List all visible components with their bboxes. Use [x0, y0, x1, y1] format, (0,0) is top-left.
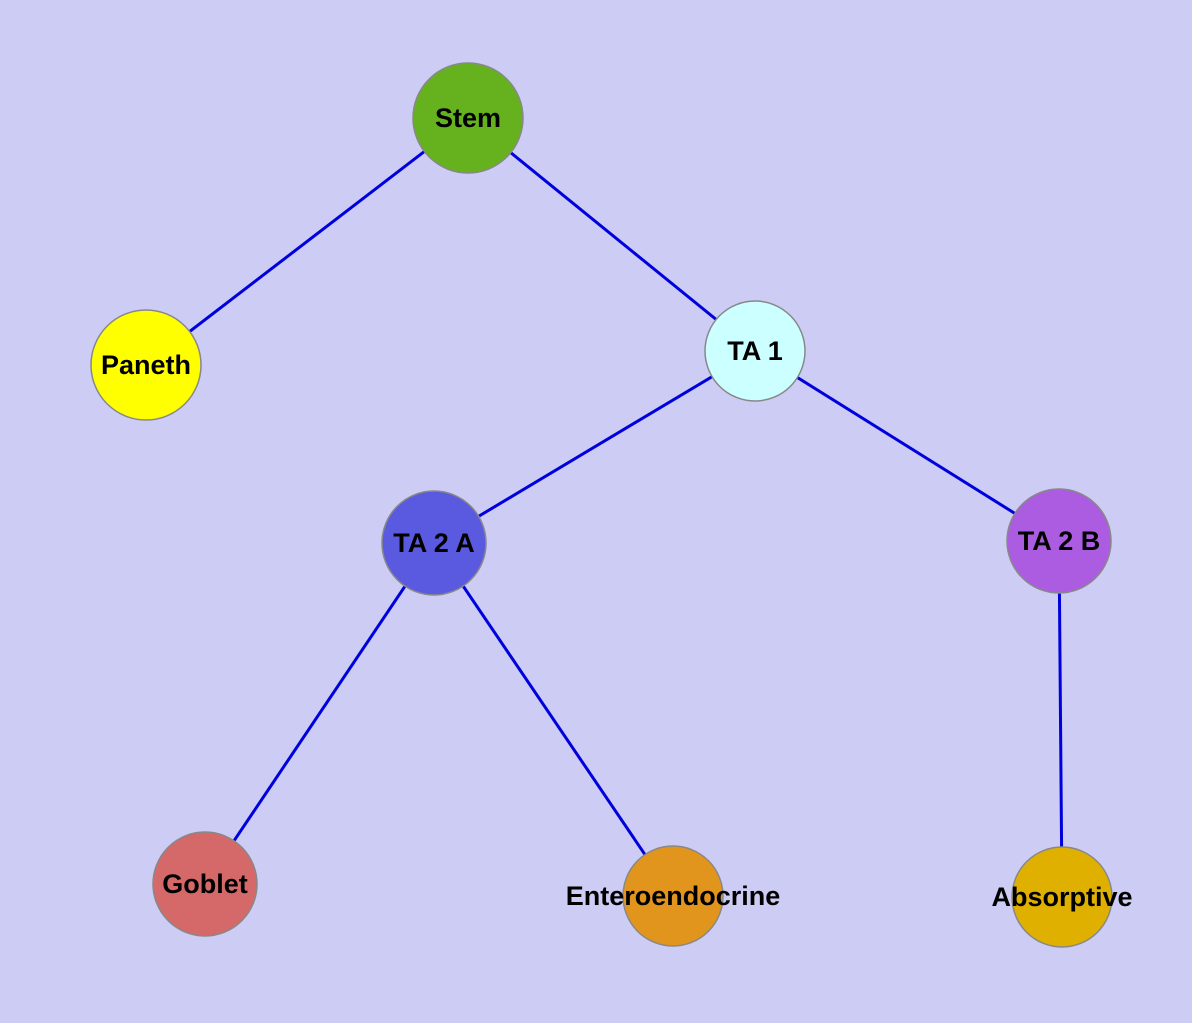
- node-circle-ta1[interactable]: [704, 300, 806, 402]
- node-label-enteroendocrine: Enteroendocrine: [566, 881, 781, 911]
- edge-ta2a-goblet: [203, 542, 436, 885]
- edge-ta2a-enteroendocrine: [432, 542, 675, 897]
- node-ta2b[interactable]: TA 2 B: [1006, 488, 1112, 594]
- edge-ta2b-absorptive: [1057, 540, 1064, 898]
- node-stem[interactable]: Stem: [412, 62, 524, 174]
- node-label-absorptive: Absorptive: [991, 882, 1132, 912]
- edge-stem-paneth: [145, 116, 469, 367]
- edge-ta1-ta2a: [433, 349, 756, 545]
- node-label-goblet: Goblet: [162, 869, 248, 899]
- edge-stem-ta1: [467, 116, 756, 353]
- node-circle-absorptive[interactable]: [1011, 846, 1113, 948]
- edge-ta1-ta2b: [754, 349, 1060, 543]
- node-goblet[interactable]: Goblet: [152, 831, 258, 937]
- node-circle-ta2a[interactable]: [381, 490, 487, 596]
- node-label-ta2b: TA 2 B: [1018, 526, 1101, 556]
- node-circle-enteroendocrine[interactable]: [622, 845, 724, 947]
- node-enteroendocrine[interactable]: Enteroendocrine: [566, 845, 781, 947]
- node-circle-stem[interactable]: [412, 62, 524, 174]
- node-circle-goblet[interactable]: [152, 831, 258, 937]
- edges-layer: [145, 116, 1064, 898]
- node-absorptive[interactable]: Absorptive: [991, 846, 1133, 948]
- node-label-stem: Stem: [435, 103, 501, 133]
- node-circle-ta2b[interactable]: [1006, 488, 1112, 594]
- node-ta1[interactable]: TA 1: [704, 300, 806, 402]
- node-label-ta2a: TA 2 A: [393, 528, 475, 558]
- node-ta2a[interactable]: TA 2 A: [381, 490, 487, 596]
- node-label-ta1: TA 1: [727, 336, 783, 366]
- node-label-paneth: Paneth: [101, 350, 191, 380]
- node-circle-paneth[interactable]: [90, 309, 202, 421]
- node-paneth[interactable]: Paneth: [90, 309, 202, 421]
